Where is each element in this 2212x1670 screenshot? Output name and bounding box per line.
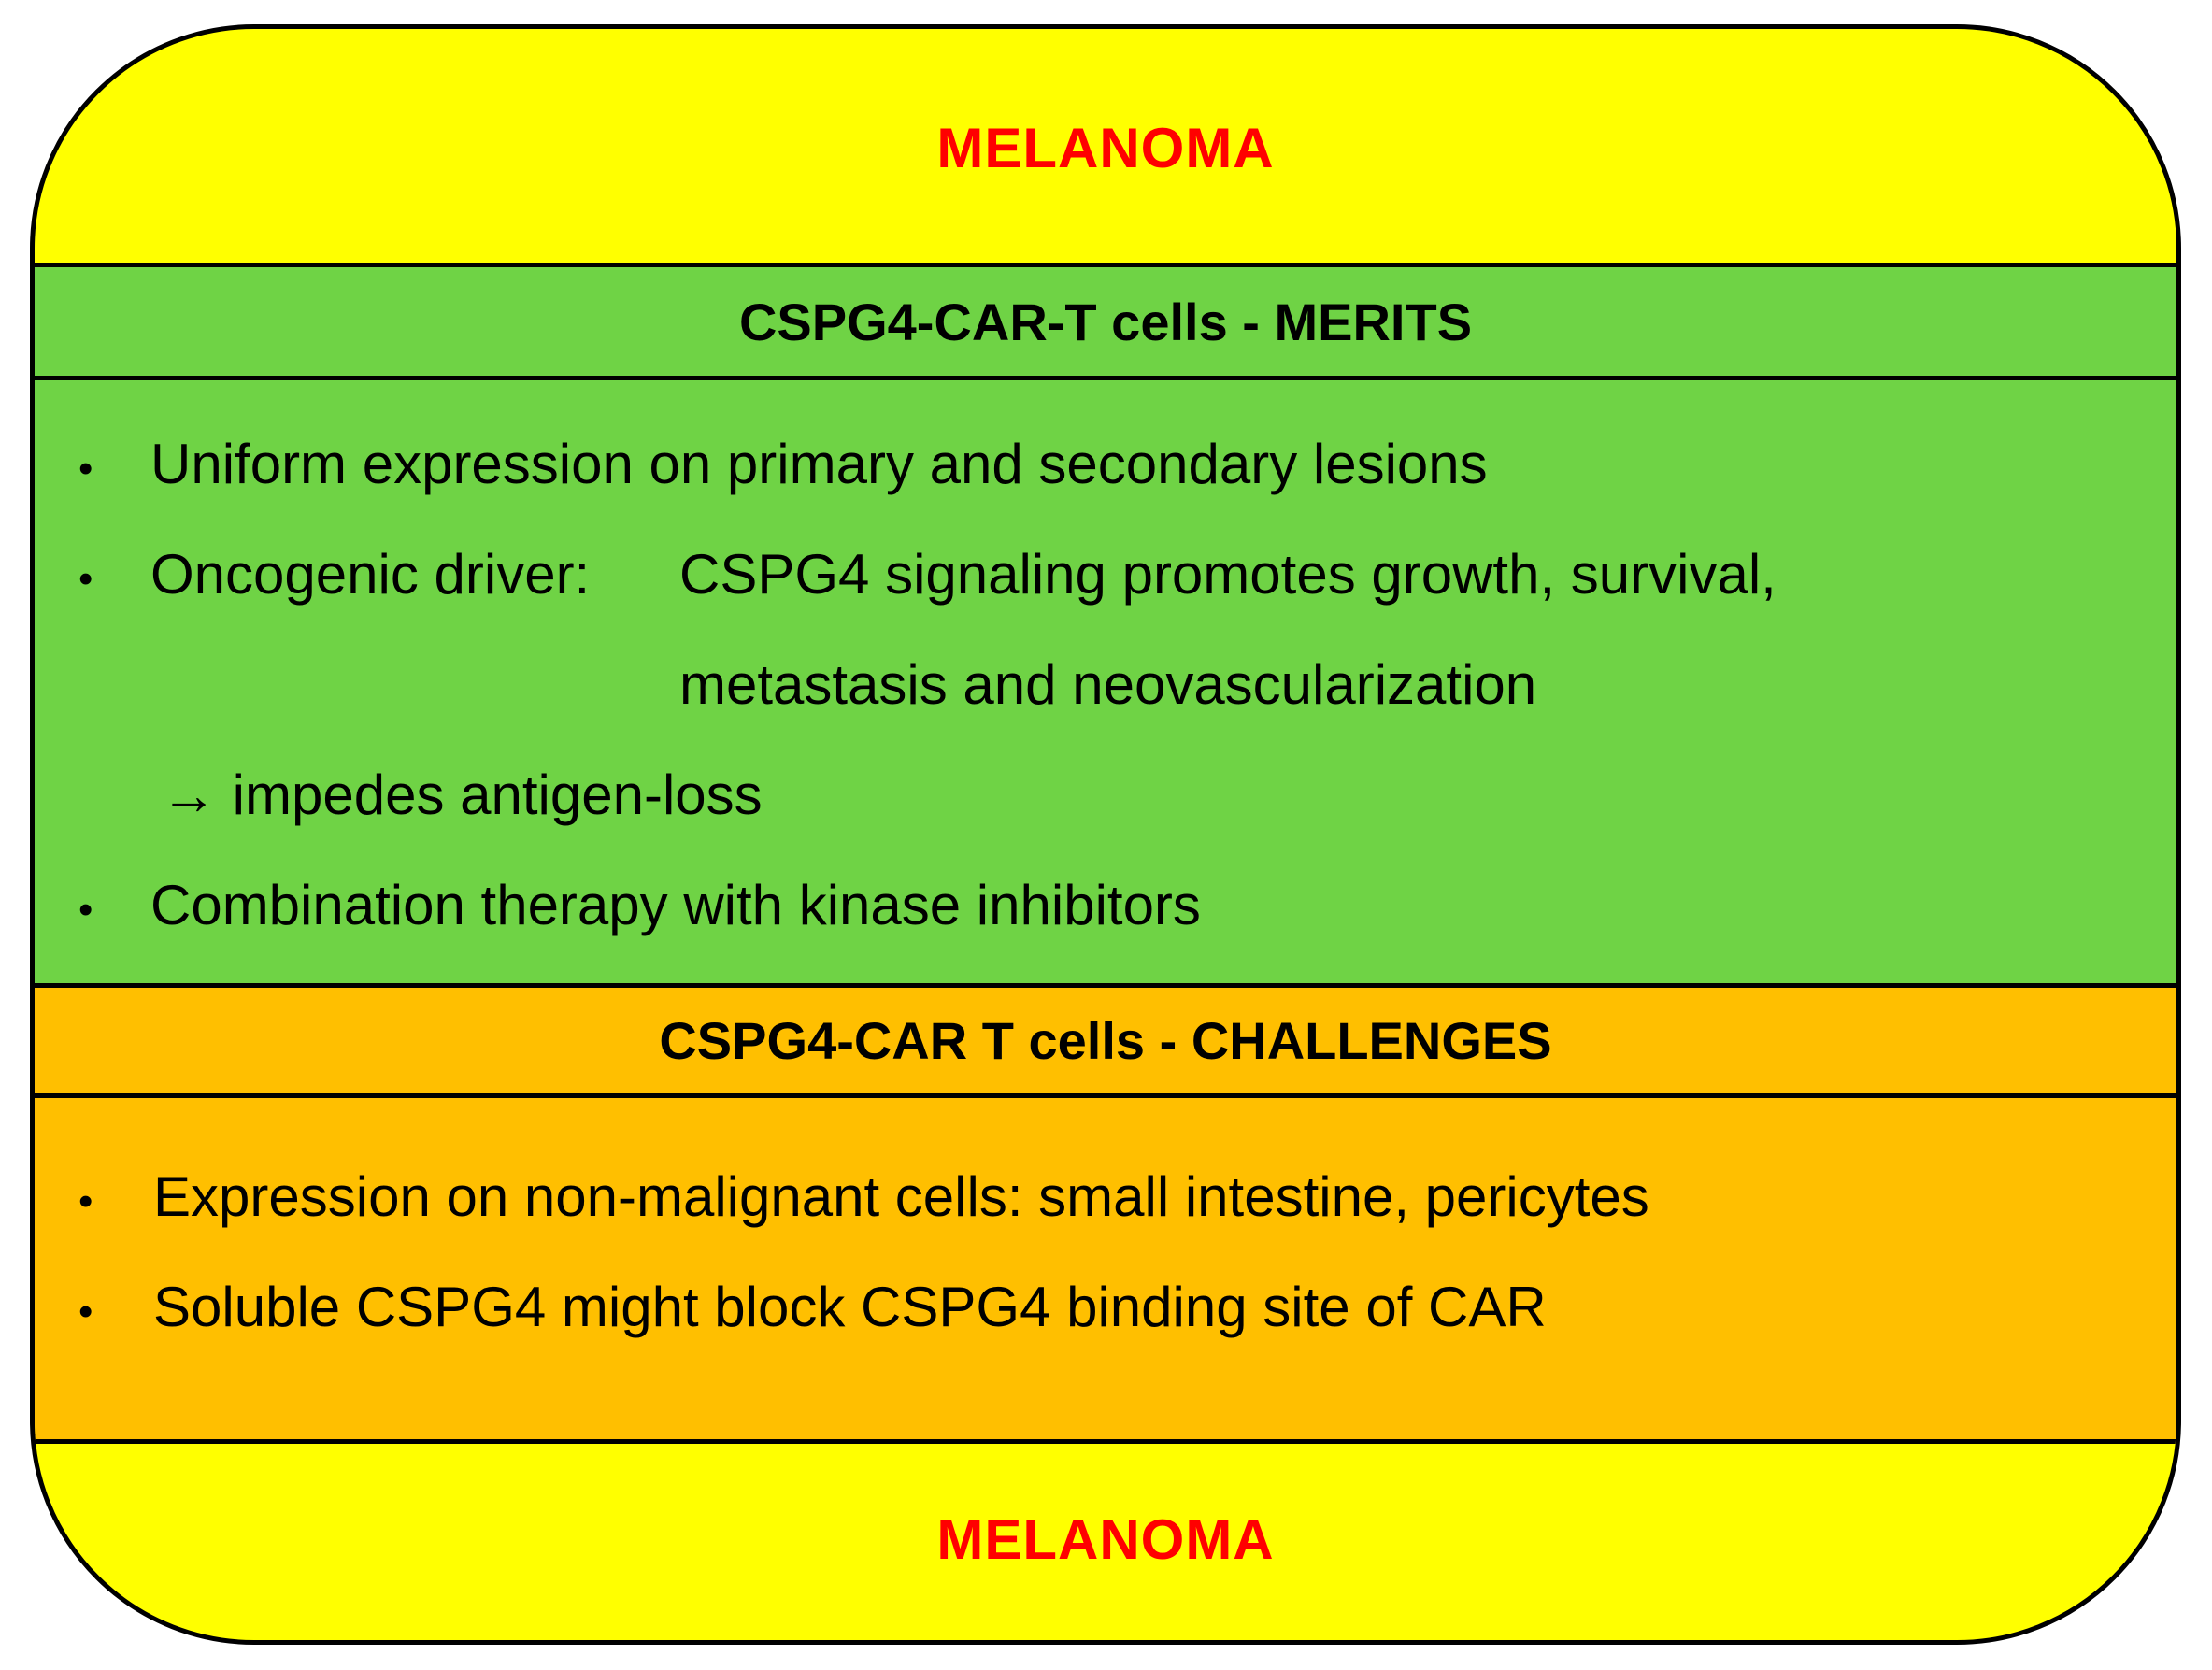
challenges-panel: • Expression on non-malignant cells: sma…: [35, 1093, 2176, 1444]
merits-panel: • Uniform expression on primary and seco…: [35, 376, 2176, 983]
bottom-title-band: MELANOMA: [35, 1434, 2176, 1640]
merits-item-2-label: Oncogenic driver:: [150, 543, 591, 606]
challenges-bullet-2: •: [78, 1289, 93, 1335]
challenges-header: CSPG4-CAR T cells - CHALLENGES: [35, 983, 2176, 1093]
merits-header-text: CSPG4-CAR-T cells - MERITS: [738, 292, 1473, 351]
merits-item-3: Combination therapy with kinase inhibito…: [150, 874, 1201, 936]
bottom-title: MELANOMA: [936, 1508, 1275, 1571]
challenges-item-1: Expression on non-malignant cells: small…: [153, 1165, 1649, 1228]
merits-bullet-2: •: [78, 556, 93, 602]
top-title: MELANOMA: [936, 117, 1275, 179]
merits-bullet-3: •: [78, 887, 93, 933]
top-title-band: MELANOMA: [35, 29, 2176, 267]
challenges-header-text: CSPG4-CAR T cells - CHALLENGES: [659, 1011, 1552, 1070]
merits-header: CSPG4-CAR-T cells - MERITS: [35, 263, 2176, 376]
merits-item-2-continuation: metastasis and neovascularization: [679, 653, 1537, 716]
challenges-item-2: Soluble CSPG4 might block CSPG4 binding …: [153, 1276, 1547, 1338]
merits-item-1: Uniform expression on primary and second…: [150, 433, 1488, 495]
melanoma-card: MELANOMA CSPG4-CAR-T cells - MERITS • Un…: [30, 24, 2181, 1645]
merits-bullet-1: •: [78, 446, 93, 492]
challenges-bullet-1: •: [78, 1178, 93, 1224]
merits-item-2-text: CSPG4 signaling promotes growth, surviva…: [679, 543, 1777, 606]
merits-arrow-note: → impedes antigen-loss: [161, 764, 763, 826]
